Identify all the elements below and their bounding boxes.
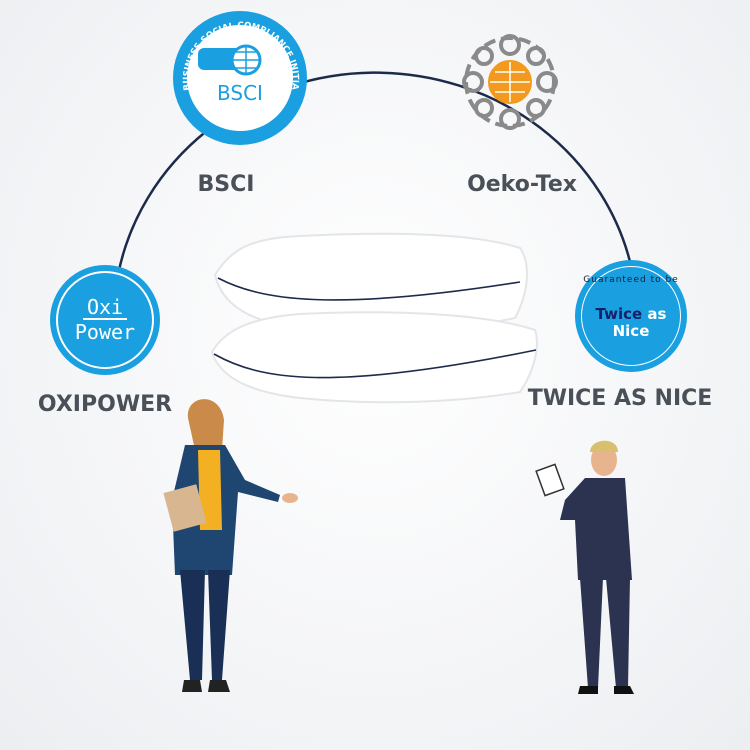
label-oxipower: OXIPOWER — [37, 392, 173, 417]
label-twice-as-nice: TWICE AS NICE — [527, 386, 713, 411]
oxipower-badge: Oxi Power — [50, 265, 160, 375]
connecting-arc — [116, 71, 634, 276]
pillows-image — [210, 232, 538, 404]
label-bsci: BSCI — [197, 172, 255, 197]
twice-badge-top-text: Guaranteed to be — [583, 275, 679, 285]
bsci-center-text: BSCI — [217, 81, 263, 105]
man-illustration — [535, 440, 634, 694]
oxipower-badge-line2: Power — [74, 320, 136, 344]
twice-badge-word1: Twice — [595, 305, 643, 323]
twice-as-nice-badge: Guaranteed to be Twice as Nice — [575, 260, 687, 372]
label-oeko-tex: Oeko-Tex — [467, 172, 577, 197]
bsci-badge-logo: BUSINESS SOCIAL COMPLIANCE INITIATIVE Me… — [0, 0, 307, 145]
oxipower-badge-line1: Oxi — [82, 296, 128, 320]
oeko-tex-logo — [462, 34, 558, 130]
twice-badge-word3: Nice — [612, 322, 650, 340]
woman-illustration — [163, 399, 298, 692]
twice-badge-word2: as — [647, 305, 667, 323]
